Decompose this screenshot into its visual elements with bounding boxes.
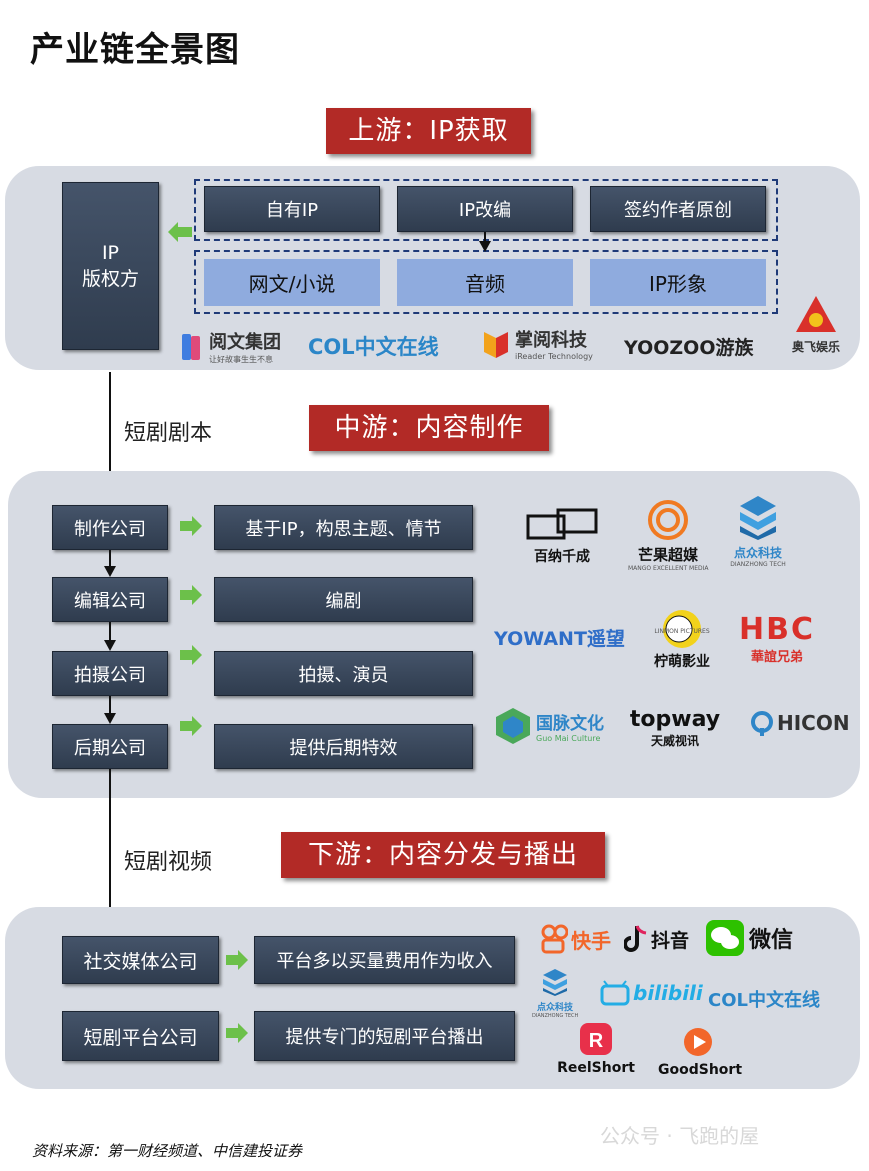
logo-douyin: 抖音 xyxy=(624,924,689,954)
green-arrow-right-icon xyxy=(226,950,248,970)
logo-col-zhongwen-2: COL中文在线 xyxy=(708,990,820,1011)
logo-yowant: YOWANT遥望 xyxy=(494,628,625,650)
logo-hbc: HBC 華誼兄弟 xyxy=(739,612,815,666)
logo-reelshort: R ReelShort xyxy=(556,1022,636,1076)
logo-mango: 芒果超媒 MANGO EXCELLENT MEDIA xyxy=(628,500,709,572)
ip-holder-box: IP 版权方 xyxy=(62,182,159,350)
logo-yoozoo: YOOZOO游族 xyxy=(624,337,754,359)
green-arrow-left-icon xyxy=(168,222,192,242)
company-filming: 拍摄公司 xyxy=(52,651,168,696)
type-ip-image: IP形象 xyxy=(590,259,766,306)
guomai-icon xyxy=(496,708,530,744)
connector-line xyxy=(109,622,111,642)
ip-source-group xyxy=(194,179,778,241)
company-social-media: 社交媒体公司 xyxy=(62,936,219,984)
desc-post: 提供后期特效 xyxy=(214,724,473,769)
green-arrow-right-icon xyxy=(180,716,202,736)
bilibili-icon xyxy=(600,980,630,1006)
green-arrow-right-icon xyxy=(180,645,202,665)
company-post: 后期公司 xyxy=(52,724,168,769)
source-self-ip: 自有IP xyxy=(204,186,380,232)
zhangyue-icon xyxy=(484,331,508,358)
green-arrow-right-icon xyxy=(180,585,202,605)
dianzhong-icon xyxy=(543,969,567,996)
logo-dianzhong-2: 点众科技 DIANZHONG TECH xyxy=(532,968,578,1019)
page-title: 产业链全景图 xyxy=(30,30,240,70)
link-script-label: 短剧剧本 xyxy=(124,421,213,446)
logo-aofei: 奥飞娱乐 xyxy=(786,294,846,355)
downstream-banner: 下游：内容分发与播出 xyxy=(281,832,605,878)
source-note: 资料来源：第一财经频道、中信建投证券 xyxy=(32,1142,303,1160)
logo-goodshort: GoodShort xyxy=(658,1026,742,1078)
desc-social-media: 平台多以买量费用作为收入 xyxy=(254,936,515,984)
linmon-icon xyxy=(663,610,701,648)
logo-baina: 百纳千成 xyxy=(522,506,602,566)
goodshort-icon xyxy=(684,1028,712,1056)
logo-kuaishou: 快手 xyxy=(540,924,611,954)
logo-hicon: HICON xyxy=(750,710,850,736)
company-editing: 编辑公司 xyxy=(52,577,168,622)
logo-bilibili: bilibili xyxy=(600,980,703,1006)
type-web-novel: 网文/小说 xyxy=(204,259,380,306)
company-short-drama-platform: 短剧平台公司 xyxy=(62,1011,219,1061)
logo-linmon: LINMON PICTURES 柠萌影业 xyxy=(644,608,720,671)
company-production: 制作公司 xyxy=(52,505,168,550)
link-video-label: 短剧视频 xyxy=(124,850,213,875)
douyin-icon xyxy=(624,925,647,952)
logo-topway: topway 天威视讯 xyxy=(629,707,721,749)
logo-dianzhong: 点众科技 DIANZHONG TECH xyxy=(718,494,798,568)
kuaishou-icon xyxy=(541,924,568,954)
connector-line xyxy=(109,550,111,568)
green-arrow-right-icon xyxy=(226,1023,248,1043)
connector-line xyxy=(109,696,111,715)
desc-production: 基于IP，构思主题、情节 xyxy=(214,505,473,550)
dianzhong-icon xyxy=(740,496,776,540)
watermark: 公众号 · 飞跑的屋 xyxy=(600,1124,760,1148)
hicon-icon xyxy=(751,711,773,736)
logo-col-zhongwen: COL中文在线 xyxy=(308,335,439,359)
source-ip-adaptation: IP改编 xyxy=(397,186,573,232)
desc-filming: 拍摄、演员 xyxy=(214,651,473,696)
desc-short-drama-platform: 提供专门的短剧平台播出 xyxy=(254,1011,515,1061)
arrowhead-icon xyxy=(104,640,116,651)
connector-line xyxy=(484,232,486,243)
yuewen-icon xyxy=(182,333,200,360)
svg-text:R: R xyxy=(589,1030,604,1052)
source-signed-authors: 签约作者原创 xyxy=(590,186,766,232)
arrowhead-icon xyxy=(479,241,491,252)
midstream-banner: 中游：内容制作 xyxy=(309,405,549,451)
logo-yuewen: 阅文集团让好故事生生不息 xyxy=(180,328,281,365)
baina-icon xyxy=(526,508,598,540)
green-arrow-right-icon xyxy=(180,516,202,536)
flow-line-2 xyxy=(109,769,111,923)
flow-line-1 xyxy=(109,372,111,497)
arrowhead-icon xyxy=(104,566,116,577)
wechat-icon xyxy=(706,920,744,956)
upstream-banner: 上游：IP获取 xyxy=(326,108,531,154)
aofei-icon xyxy=(796,296,836,332)
arrowhead-icon xyxy=(104,713,116,724)
mango-icon xyxy=(648,500,688,540)
logo-wechat: 微信 xyxy=(706,920,793,956)
desc-editing: 编剧 xyxy=(214,577,473,622)
type-audio: 音频 xyxy=(397,259,573,306)
reelshort-icon: R xyxy=(580,1023,612,1055)
